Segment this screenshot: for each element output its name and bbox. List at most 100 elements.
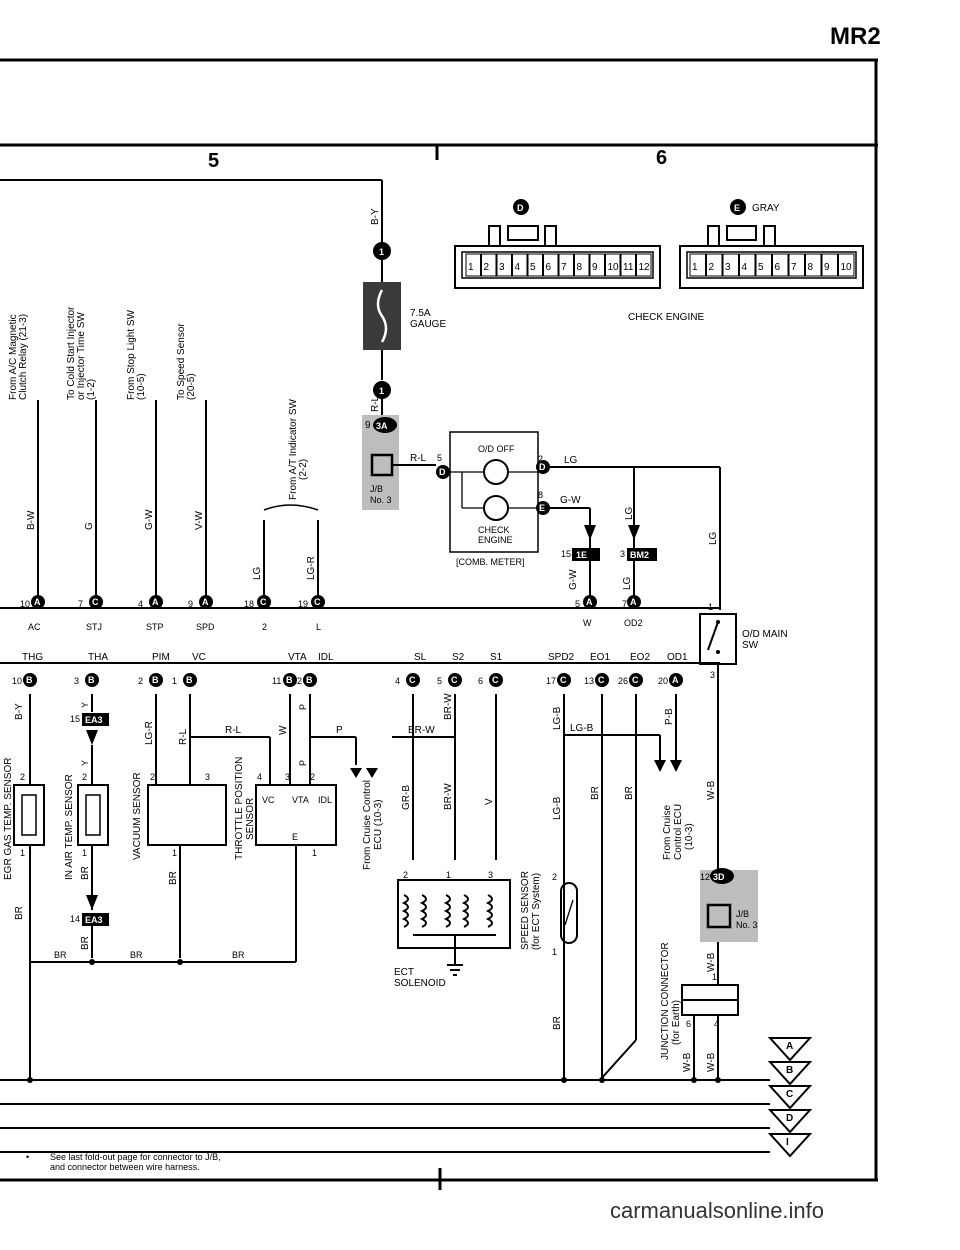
footnote-line-2: and connector between wire harness. bbox=[50, 1162, 200, 1172]
speed-sensor-label: SPEED SENSOR bbox=[520, 871, 531, 950]
reference-text: To Cold Start Injector bbox=[66, 306, 77, 400]
pin-number: 10 bbox=[841, 262, 853, 273]
svg-text:BR-W: BR-W bbox=[408, 725, 435, 736]
connector-code: C bbox=[598, 675, 605, 685]
pin-number: 10 bbox=[12, 676, 22, 686]
svg-text:No. 3: No. 3 bbox=[370, 495, 392, 505]
reference-text: Clutch Relay (21-3) bbox=[18, 314, 29, 400]
svg-text:Y: Y bbox=[80, 760, 90, 766]
pin-number: 12 bbox=[292, 676, 302, 686]
footnote-line-1: See last fold-out page for connector to … bbox=[50, 1152, 221, 1162]
connector-code: B bbox=[152, 675, 159, 685]
svg-text:3D: 3D bbox=[713, 872, 725, 882]
svg-text:BR: BR bbox=[590, 786, 601, 800]
svg-text:LG: LG bbox=[624, 506, 635, 520]
svg-text:EA3: EA3 bbox=[85, 715, 103, 725]
ecu-terminal: IDL bbox=[318, 652, 334, 663]
svg-text:3: 3 bbox=[710, 670, 715, 680]
svg-text:R-L: R-L bbox=[178, 728, 189, 745]
reference-text: From Stop Light SW bbox=[126, 309, 137, 400]
ecu-terminal: VTA bbox=[288, 652, 307, 663]
connector-code: B bbox=[26, 675, 33, 685]
svg-text:15: 15 bbox=[561, 549, 571, 559]
svg-text:BR: BR bbox=[14, 906, 25, 920]
intake-sensor-label: IN AIR TEMP. SENSOR bbox=[64, 774, 75, 880]
od-main-switch: 1 3 O/D MAIN SW bbox=[699, 602, 788, 680]
pin-number: 7 bbox=[561, 262, 567, 273]
pin-number: 10 bbox=[608, 262, 620, 273]
pin-number: 9 bbox=[824, 262, 830, 273]
svg-text:2: 2 bbox=[150, 772, 155, 782]
terminal-name: L bbox=[316, 622, 321, 632]
pin-number: 7 bbox=[78, 599, 83, 609]
svg-text:EA3: EA3 bbox=[85, 915, 103, 925]
svg-text:CHECK: CHECK bbox=[478, 525, 510, 535]
gauge-fuse: B-Y 1 1 7.5A GAUGE bbox=[363, 208, 446, 399]
svg-text:E: E bbox=[539, 503, 545, 513]
ecu-terminal: THG bbox=[22, 652, 43, 663]
connector-code: A bbox=[672, 675, 679, 685]
svg-text:No. 3: No. 3 bbox=[736, 920, 758, 930]
svg-text:W: W bbox=[278, 725, 289, 735]
ecu-terminal: EO2 bbox=[630, 652, 650, 663]
site-watermark: carmanualsonline.info bbox=[610, 1198, 825, 1223]
svg-text:2: 2 bbox=[403, 870, 408, 880]
svg-text:BR-W: BR-W bbox=[443, 693, 454, 720]
svg-text:1: 1 bbox=[708, 602, 713, 612]
terminal-name: SPD bbox=[196, 622, 215, 632]
connector-code: C bbox=[260, 597, 267, 607]
svg-text:GR-B: GR-B bbox=[401, 785, 412, 810]
model-title: MR2 bbox=[830, 23, 881, 50]
svg-text:V: V bbox=[484, 798, 495, 805]
svg-text:LG: LG bbox=[708, 531, 719, 545]
pin-number: 2 bbox=[138, 676, 143, 686]
svg-text:Y: Y bbox=[80, 702, 90, 708]
od-off-label: O/D OFF bbox=[478, 444, 515, 454]
ecu-terminal: THA bbox=[88, 652, 108, 663]
connector-code: C bbox=[409, 675, 416, 685]
svg-text:3: 3 bbox=[620, 549, 625, 559]
ecu-terminal: VC bbox=[192, 652, 206, 663]
svg-text:LG-B: LG-B bbox=[552, 796, 563, 820]
svg-text:15: 15 bbox=[70, 714, 80, 724]
svg-text:Control ECU: Control ECU bbox=[673, 804, 684, 860]
svg-text:P: P bbox=[336, 725, 343, 736]
pin-number: 2 bbox=[484, 262, 490, 273]
connector-e-label: E bbox=[734, 203, 740, 213]
pin-number: 20 bbox=[658, 676, 668, 686]
connector-code: B bbox=[306, 675, 313, 685]
pin-number: 8 bbox=[577, 262, 583, 273]
throttle-sensor-label: THROTTLE POSITION bbox=[234, 757, 245, 860]
svg-text:•: • bbox=[26, 1152, 29, 1162]
svg-text:SENSOR: SENSOR bbox=[245, 798, 256, 840]
reference-text: (20-5) bbox=[186, 373, 197, 400]
svg-text:1E: 1E bbox=[576, 550, 587, 560]
reference-text: (1-2) bbox=[86, 379, 97, 400]
svg-text:3: 3 bbox=[488, 870, 493, 880]
svg-text:2: 2 bbox=[310, 772, 315, 782]
svg-text:4: 4 bbox=[257, 772, 262, 782]
svg-text:3A: 3A bbox=[376, 421, 388, 431]
svg-text:SW: SW bbox=[742, 640, 759, 651]
pin-number: 4 bbox=[742, 262, 748, 273]
combination-meter: 5 D O/D OFF CHECK ENGINE [COMB. METER] 2… bbox=[436, 431, 581, 567]
svg-text:LG-B: LG-B bbox=[552, 706, 563, 730]
svg-text:1: 1 bbox=[379, 386, 384, 396]
svg-text:From Cruise Control: From Cruise Control bbox=[362, 780, 373, 870]
svg-text:From Cruise: From Cruise bbox=[662, 805, 673, 860]
ecu-terminal: SPD2 bbox=[548, 652, 575, 663]
ecu-terminal: SL bbox=[414, 652, 427, 663]
svg-text:ENGINE: ENGINE bbox=[478, 535, 513, 545]
svg-text:BR: BR bbox=[130, 950, 143, 960]
svg-text:W-B: W-B bbox=[682, 1052, 693, 1072]
terminal-name: 2 bbox=[262, 622, 267, 632]
svg-text:SOLENOID: SOLENOID bbox=[394, 978, 446, 989]
svg-text:6: 6 bbox=[686, 1019, 691, 1029]
connector-code: B bbox=[88, 675, 95, 685]
svg-text:OD2: OD2 bbox=[624, 618, 643, 628]
check-engine-caption: CHECK ENGINE bbox=[628, 312, 704, 323]
fuse-name: GAUGE bbox=[410, 319, 446, 330]
svg-text:2: 2 bbox=[538, 454, 543, 464]
